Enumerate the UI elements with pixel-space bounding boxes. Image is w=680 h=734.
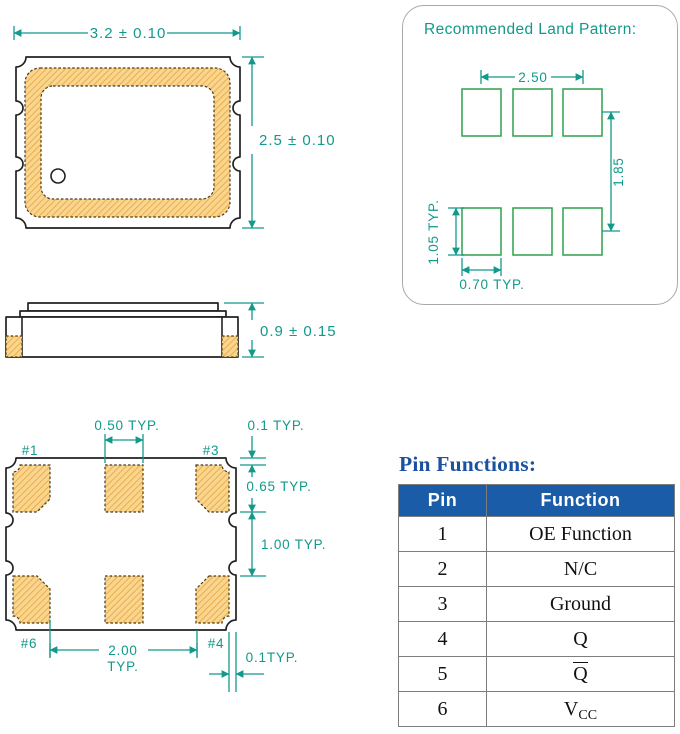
recommended-land-pattern-panel: Recommended Land Pattern: 2.50 1.85 — [402, 5, 678, 305]
pad-3 — [195, 464, 230, 513]
land-pad-height-dimension: 1.05 TYP. — [426, 199, 464, 265]
side-view-lid — [27, 302, 219, 312]
pad-span-dim-value: 2.00 — [108, 643, 137, 658]
top-gap-dim-label: 0.1 TYP. — [248, 418, 305, 433]
side-view-seal-layer — [19, 310, 227, 318]
side-gap-dimension: 0.1TYP. — [209, 632, 298, 692]
land-vertical-span-label: 1.85 — [611, 157, 626, 186]
bottom-view-body-outline — [5, 457, 237, 631]
pin1-marker-dot — [50, 168, 66, 184]
land-pad-height-label: 1.05 TYP. — [426, 199, 441, 264]
side-view-height-dim-label: 0.9 ± 0.15 — [260, 323, 337, 340]
row-gap-dimension: 1.00 TYP. — [240, 511, 326, 577]
pin-function-cell: Q — [486, 621, 675, 657]
pin-function-cell: N/C — [486, 551, 675, 587]
pad-5 — [104, 575, 144, 624]
side-gap-dim-label: 0.1TYP. — [246, 650, 299, 665]
land-pad — [562, 88, 603, 137]
land-pad-width-dimension: 0.70 TYP. — [459, 258, 524, 292]
side-view-pad-left — [5, 335, 23, 358]
pin-number-cell: 5 — [398, 656, 487, 692]
pin-label-3: #3 — [203, 443, 220, 458]
function-column-header: Function — [486, 484, 675, 517]
pad-span-dim-suffix: TYP. — [107, 659, 138, 674]
land-pad-width-label: 0.70 TYP. — [459, 277, 524, 292]
pad-4 — [195, 575, 230, 624]
pad-height-dim-label: 0.65 TYP. — [246, 479, 311, 494]
pin-number-cell: 4 — [398, 621, 487, 657]
pad-width-dim-label: 0.50 TYP. — [94, 418, 159, 433]
pad-width-dimension: 0.50 TYP. — [94, 418, 159, 463]
top-view-height-dim-label: 2.5 ± 0.10 — [259, 132, 336, 149]
pin-label-4: #4 — [208, 636, 225, 651]
top-view-width-dimension: 3.2 ± 0.10 — [13, 25, 241, 42]
pin-number-cell: 3 — [398, 586, 487, 622]
land-pattern-title: Recommended Land Pattern: — [424, 21, 637, 38]
pin-table-header-row: Pin Function — [398, 484, 675, 517]
pin-label-1: #1 — [22, 443, 39, 458]
pin-functions-title: Pin Functions: — [399, 452, 537, 476]
land-vertical-span-dimension: 1.85 — [602, 111, 626, 232]
pin-function-cell: Q — [486, 656, 675, 692]
top-gap-dimension: 0.1 TYP. — [240, 418, 305, 466]
land-pad — [461, 88, 502, 137]
land-pad — [512, 207, 553, 256]
pad-1 — [12, 464, 51, 513]
pin-function-cell: Ground — [486, 586, 675, 622]
package-bottom-view-drawing: #1 #3 #6 #4 0.50 TYP. 0.1 TYP. 0.65 TYP.… — [5, 418, 326, 692]
pin-function-cell: VCC — [486, 691, 675, 727]
row-gap-dim-label: 1.00 TYP. — [261, 537, 326, 552]
cavity-area — [40, 85, 215, 200]
pin-number-cell: 2 — [398, 551, 487, 587]
land-pad — [562, 207, 603, 256]
pin-function-cell: OE Function — [486, 516, 675, 552]
pin-number-cell: 6 — [398, 691, 487, 727]
package-side-view-drawing: 0.9 ± 0.15 — [5, 302, 337, 358]
side-view-body — [5, 316, 239, 358]
pad-2 — [104, 464, 144, 513]
pin-number-cell: 1 — [398, 516, 487, 552]
land-pattern-drawing: 2.50 1.85 1.05 TYP. 0.70 TYP. — [426, 70, 626, 292]
pad-height-dimension: 0.65 TYP. — [240, 464, 311, 513]
pin-label-6: #6 — [21, 636, 38, 651]
land-pad — [461, 207, 502, 256]
pin-column-header: Pin — [398, 484, 487, 517]
land-horizontal-span-label: 2.50 — [518, 70, 547, 85]
top-view-height-dimension: 2.5 ± 0.10 — [242, 56, 336, 229]
land-horizontal-span-dimension: 2.50 — [480, 70, 584, 85]
package-top-view-drawing: 3.2 ± 0.10 2.5 ± 0.10 — [13, 25, 336, 229]
top-view-width-dim-label: 3.2 ± 0.10 — [90, 25, 167, 42]
pad-span-dimension: 2.00 TYP. — [49, 620, 198, 674]
land-pad — [512, 88, 553, 137]
side-view-height-dimension: 0.9 ± 0.15 — [224, 302, 337, 358]
side-view-pad-right — [221, 335, 239, 358]
pad-6 — [12, 575, 51, 624]
